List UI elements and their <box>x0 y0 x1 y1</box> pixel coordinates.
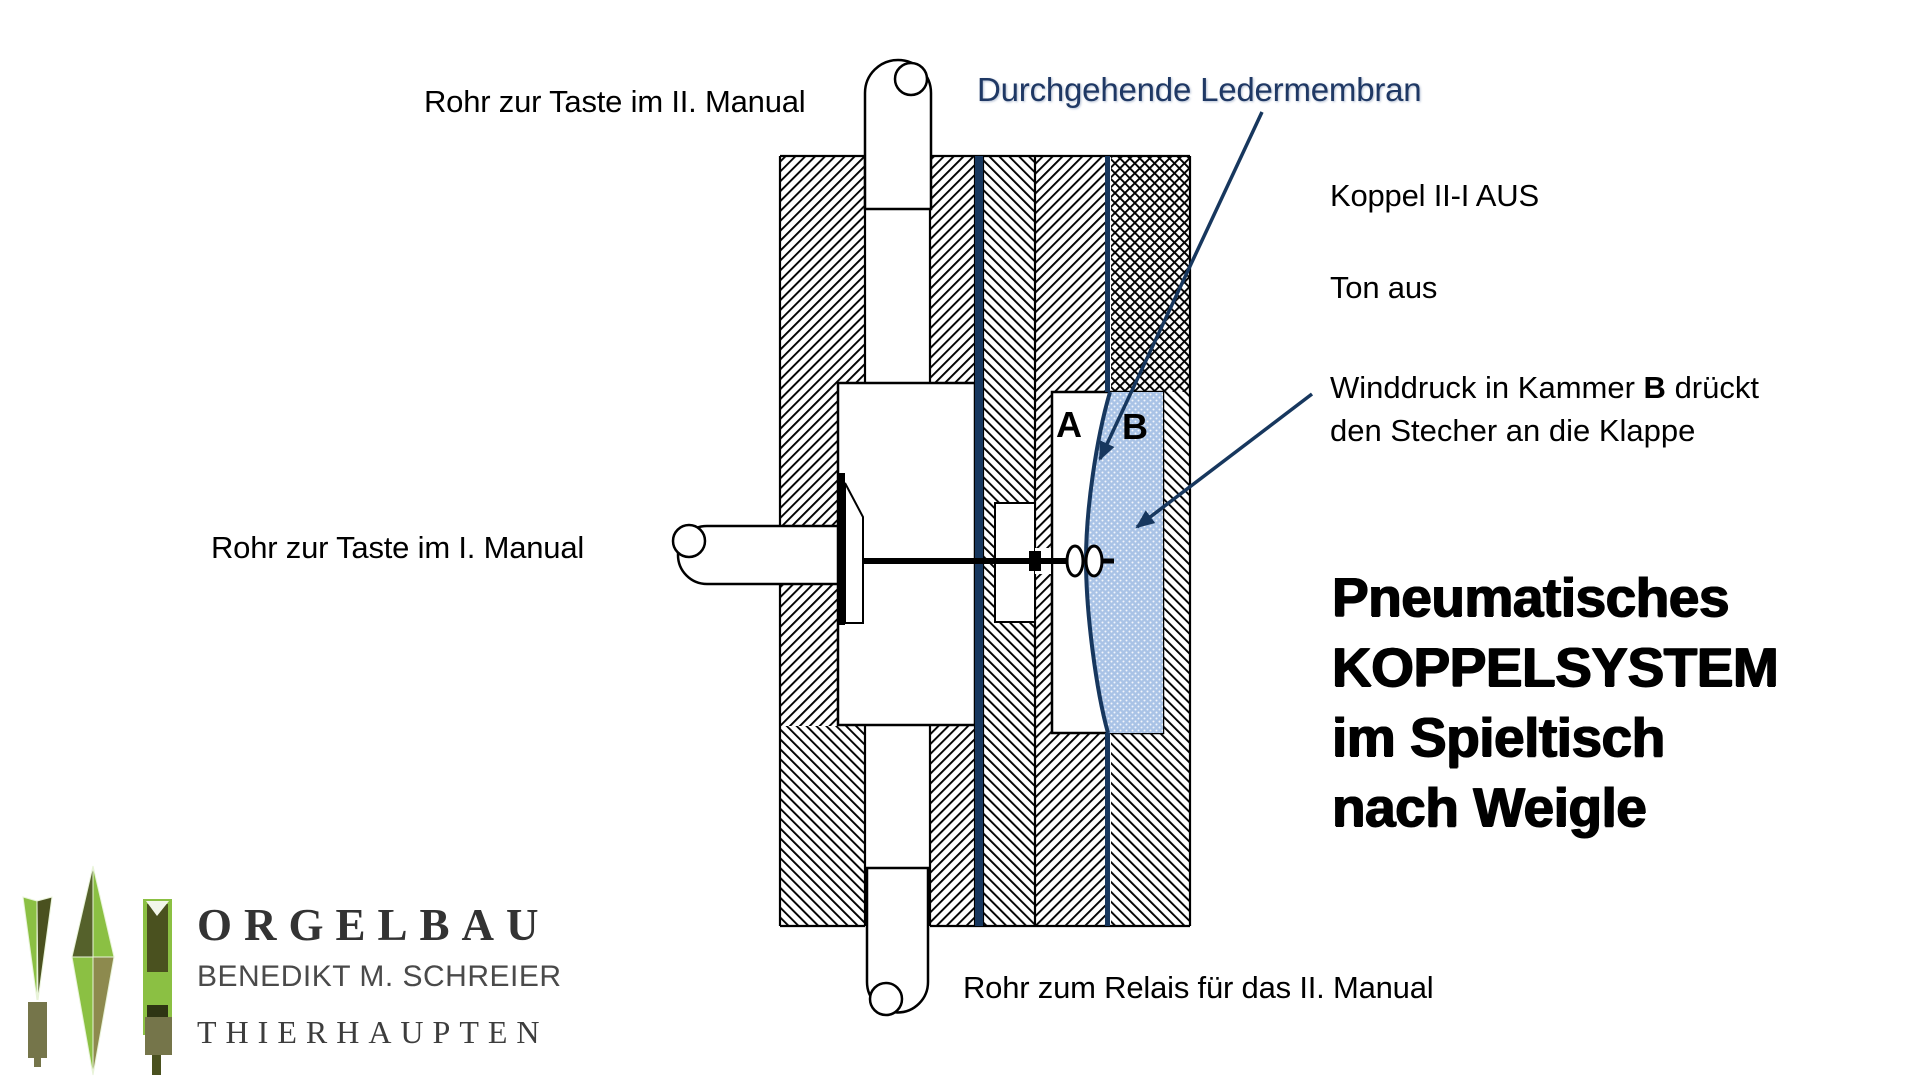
label-leather-membrane: Durchgehende Ledermembran <box>977 71 1422 108</box>
title-line-1: Pneumatisches <box>1332 566 1730 628</box>
wind-pressure-arrow <box>1135 392 1314 529</box>
tube-relay <box>865 866 930 1017</box>
label-coupler-state: Koppel II-I AUS <box>1330 178 1539 213</box>
slide-title: Pneumatisches KOPPELSYSTEM im Spieltisch… <box>1332 562 1779 842</box>
label-wind-pressure: Winddruck in Kammer B drückt den Stecher… <box>1330 366 1759 452</box>
rod-collar <box>1029 551 1041 571</box>
logo-city-name: THIERHAUPTEN <box>197 1014 549 1050</box>
stecher-disc-right <box>1084 544 1104 578</box>
stecher-rod <box>863 544 1114 578</box>
wind-pressure-chamber-b: B <box>1643 370 1666 405</box>
chamber-b-fill <box>1086 392 1163 733</box>
chamber-b-label: B <box>1122 406 1148 447</box>
organ-pipes-logo <box>22 865 172 1076</box>
label-tone-state: Ton aus <box>1330 270 1438 305</box>
tube-manual2 <box>863 58 933 211</box>
label-tube-manual2: Rohr zur Taste im II. Manual <box>424 84 806 119</box>
wind-pressure-text-2: drückt <box>1674 370 1759 405</box>
logo-person-name: BENEDIKT M. SCHREIER <box>197 960 562 993</box>
membrane-arrow <box>1098 111 1264 461</box>
label-tube-manual1: Rohr zur Taste im I. Manual <box>211 530 585 565</box>
wind-pressure-text-1: Winddruck in Kammer <box>1330 370 1635 405</box>
annotation-arrows <box>1098 111 1314 529</box>
tube-opening-bottom <box>868 981 904 1017</box>
chamber-a-label: A <box>1056 404 1082 445</box>
tube-manual1 <box>671 523 840 586</box>
wind-pressure-line2: den Stecher an die Klappe <box>1330 413 1696 448</box>
title-line-4: nach Weigle <box>1332 776 1647 838</box>
logo-company-name: ORGELBAU <box>197 900 551 950</box>
label-tube-relay: Rohr zum Relais für das II. Manual <box>963 970 1434 1005</box>
stecher-disc-left <box>1065 544 1085 578</box>
tube-opening-top <box>893 61 929 97</box>
tube-opening-left <box>671 523 707 559</box>
title-line-2: KOPPELSYSTEM <box>1332 636 1779 698</box>
title-line-3: im Spieltisch <box>1332 706 1665 768</box>
valve-flap <box>838 473 864 625</box>
